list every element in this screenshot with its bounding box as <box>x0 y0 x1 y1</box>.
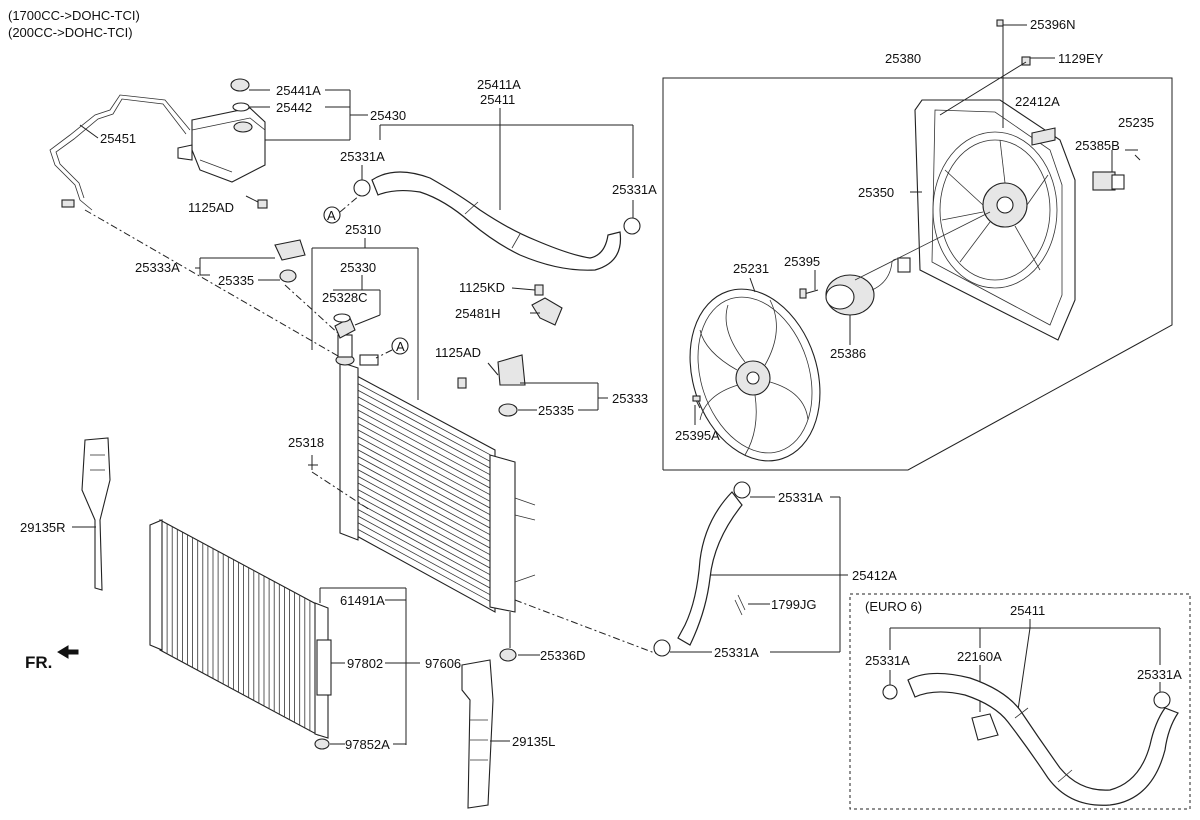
radiator-core-part <box>354 374 496 613</box>
label-25451: 25451 <box>100 131 136 146</box>
fan-assembly-box <box>662 77 1173 471</box>
label-25411A: 25411A <box>477 77 521 92</box>
label-25380: 25380 <box>885 51 921 66</box>
label-25328C: 25328C <box>322 290 368 305</box>
euro6-connector-part <box>971 713 999 741</box>
lower-radiator-hose-part <box>677 491 743 646</box>
label-25335-left: 25335 <box>218 273 254 288</box>
condenser-group: 61491A 97802 97606 97852A <box>149 519 461 752</box>
upper-hose-group: A 25411A 25411 25331A 25331A <box>323 77 657 271</box>
engine-spec-line-2: (200CC->DOHC-TCI) <box>8 25 133 40</box>
label-1799JG: 1799JG <box>771 597 817 612</box>
hose-clamp-part <box>353 179 371 197</box>
label-25385B: 25385B <box>1075 138 1120 153</box>
label-25331A-lower-bottom: 25331A <box>714 645 759 660</box>
label-25335-right: 25335 <box>538 403 574 418</box>
label-25310: 25310 <box>345 222 381 237</box>
label-25386: 25386 <box>830 346 866 361</box>
euro6-title: (EURO 6) <box>865 599 922 614</box>
air-guard-right-part <box>81 437 111 591</box>
label-97852A: 97852A <box>345 737 390 752</box>
label-25395: 25395 <box>784 254 820 269</box>
label-25430: 25430 <box>370 108 406 123</box>
label-25411: 25411 <box>480 92 515 107</box>
label-25331A-lower-top: 25331A <box>778 490 823 505</box>
label-25442: 25442 <box>276 100 312 115</box>
label-25395A: 25395A <box>675 428 720 443</box>
label-25412A: 25412A <box>852 568 897 583</box>
label-25336D: 25336D <box>540 648 586 663</box>
reservoir-group: 25441A 25442 25430 25451 1125AD <box>49 78 406 361</box>
engine-spec-line-1: (1700CC->DOHC-TCI) <box>8 8 140 23</box>
callout-a-label-radiator: A <box>396 339 405 354</box>
air-guard-group: 29135R 29135L <box>20 437 555 809</box>
label-25481H: 25481H <box>455 306 501 321</box>
euro6-hose-part <box>907 672 1179 806</box>
label-29135R: 29135R <box>20 520 66 535</box>
front-direction-indicator: FR. <box>25 645 79 672</box>
label-1125KD: 1125KD <box>459 280 505 295</box>
lower-hose-group: 25331A 25412A 1799JG 25331A <box>653 481 897 660</box>
reservoir-cap-part <box>230 78 250 92</box>
label-25333: 25333 <box>612 391 648 406</box>
label-61491A: 61491A <box>340 593 385 608</box>
radiator-group: A <box>135 222 661 663</box>
upper-radiator-hose-part <box>371 171 622 271</box>
label-25331A-upper-left: 25331A <box>340 149 385 164</box>
fan-assembly-group: 25396N 25380 1129EY 22412A 25235 25385B … <box>662 17 1173 471</box>
euro6-dashed-border <box>849 593 1191 810</box>
label-97606: 97606 <box>425 656 461 671</box>
label-25333A: 25333A <box>135 260 180 275</box>
front-arrow-icon <box>57 645 79 659</box>
radiator-tank-part <box>489 454 516 613</box>
label-1125AD-mid: 1125AD <box>435 345 481 360</box>
label-97802: 97802 <box>347 656 383 671</box>
hose-clamp-part <box>623 217 641 235</box>
label-25231: 25231 <box>733 261 769 276</box>
label-25330: 25330 <box>340 260 376 275</box>
air-guard-left-part <box>461 659 494 809</box>
label-1125AD-top: 1125AD <box>188 200 234 215</box>
front-direction-label: FR. <box>25 653 52 672</box>
callout-a-label: A <box>327 208 336 223</box>
euro6-label-25411: 25411 <box>1010 603 1045 618</box>
label-25318: 25318 <box>288 435 324 450</box>
euro6-label-25331A-left: 25331A <box>865 653 910 668</box>
overflow-hose-part <box>49 94 191 211</box>
label-22412A: 22412A <box>1015 94 1060 109</box>
label-25441A: 25441A <box>276 83 321 98</box>
euro6-variant-box: (EURO 6) 25411 25331A 22160A 25331A <box>849 593 1191 810</box>
label-25235: 25235 <box>1118 115 1154 130</box>
label-25396N: 25396N <box>1030 17 1076 32</box>
label-29135L: 29135L <box>512 734 555 749</box>
label-1129EY: 1129EY <box>1058 51 1104 66</box>
euro6-label-22160A: 22160A <box>957 649 1002 664</box>
euro6-label-25331A-right: 25331A <box>1137 667 1182 682</box>
callout-a-circle <box>323 206 341 224</box>
label-25350: 25350 <box>858 185 894 200</box>
receiver-drier-part <box>316 639 332 696</box>
label-25331A-upper-right: 25331A <box>612 182 657 197</box>
